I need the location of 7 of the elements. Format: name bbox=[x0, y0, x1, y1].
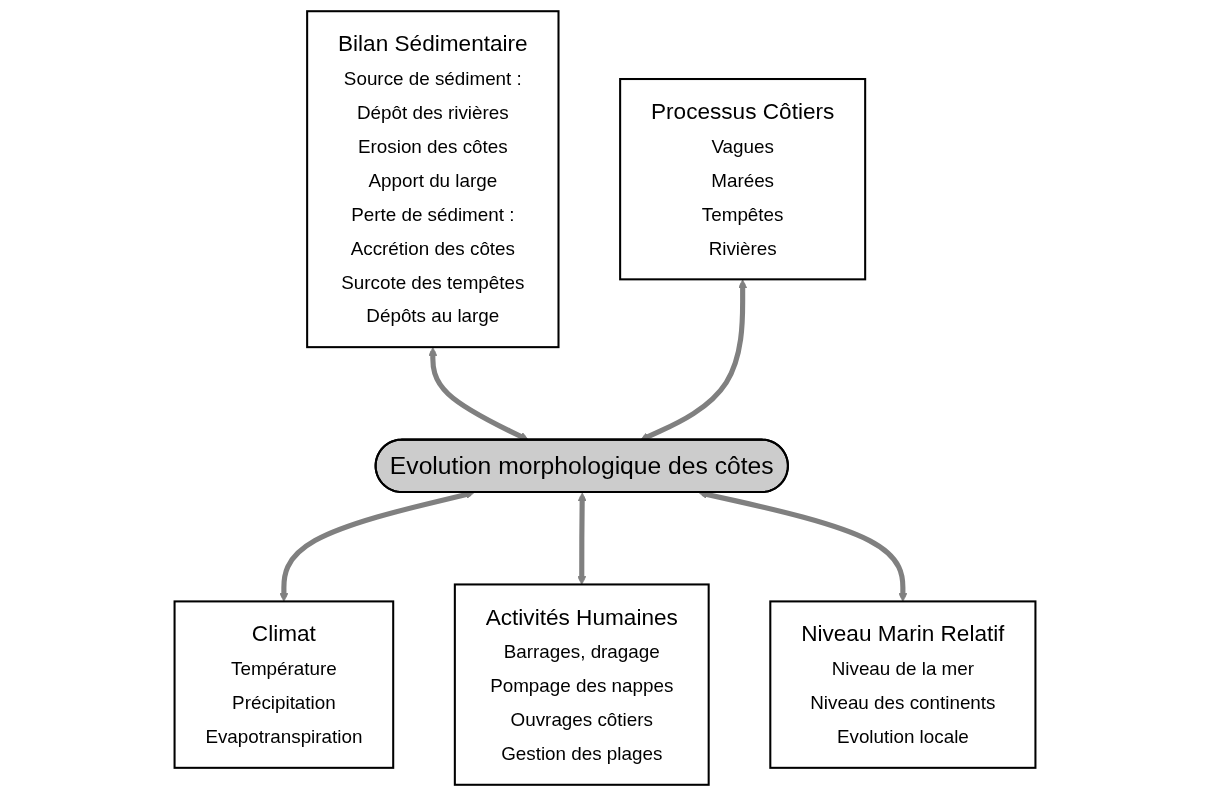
arrow bbox=[278, 490, 475, 602]
node-box: Processus Côtiers Vagues Marées Tempêtes Rivières bbox=[618, 78, 866, 281]
node-box: Bilan Sédimentaire Source de sédiment : Dépôt des rivières Erosion des côtes Apport du large Perte de sédiment : Accrétion des côtes Surcote des tempêtes Dépôts au large bbox=[305, 10, 560, 349]
node-box: Activités Humaines Barrages, dragage Pompage des nappes Ouvrages côtiers Gestion des plages bbox=[453, 583, 710, 786]
arrow bbox=[576, 492, 587, 585]
node-box: Climat Température Précipitation Evapotranspiration bbox=[173, 600, 394, 769]
node-box: Niveau Marin Relatif Niveau de la mer Niveau des continents Evolution locale bbox=[768, 600, 1036, 769]
